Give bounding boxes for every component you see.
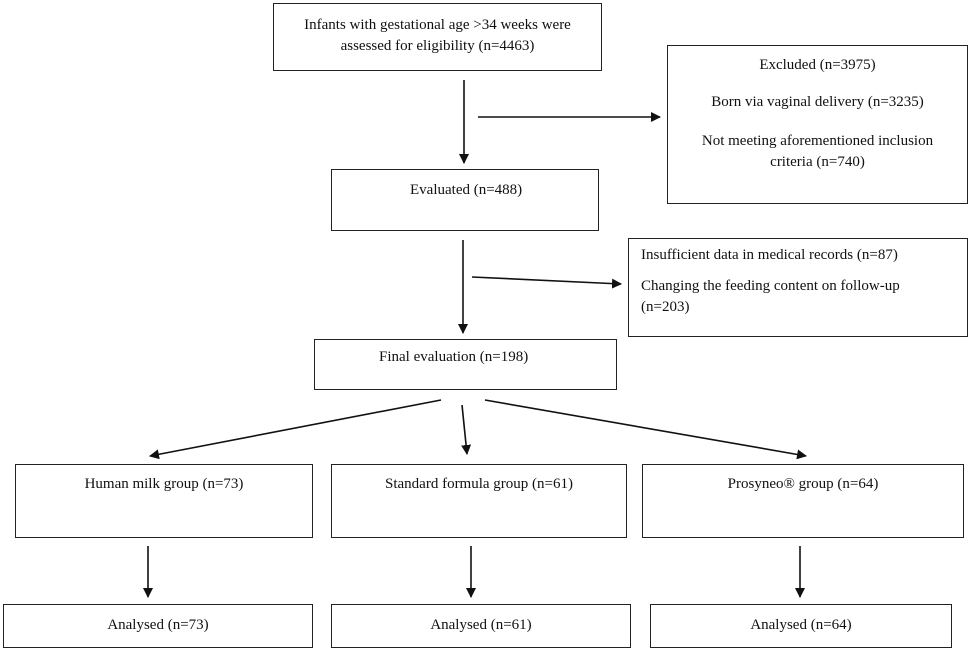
standard-formula-group-box: Standard formula group (n=61) xyxy=(331,464,627,538)
excluded-criteria-line-2: criteria (n=740) xyxy=(770,154,865,170)
assessed-line-2: assessed for eligibility (n=4463) xyxy=(340,38,535,54)
human-milk-group-box: Human milk group (n=73) xyxy=(15,464,313,538)
removed-insufficient-data: Insufficient data in medical records (n=… xyxy=(641,247,898,263)
standard-formula-analysed-box: Analysed (n=61) xyxy=(331,604,631,648)
arrow-to-removed xyxy=(471,276,622,289)
removed-feeding-change-line-1: Changing the feeding content on follow-u… xyxy=(641,278,900,294)
evaluated-box: Evaluated (n=488) xyxy=(331,169,599,231)
standard-formula-group-label: Standard formula group (n=61) xyxy=(385,476,573,492)
arrow-final-to-human-milk xyxy=(149,399,442,460)
assessed-line-1: Infants with gestational age >34 weeks w… xyxy=(304,17,571,33)
excluded-box: Excluded (n=3975) Born via vaginal deliv… xyxy=(667,45,968,204)
prosyneo-analysed-label: Analysed (n=64) xyxy=(750,617,852,633)
prosyneo-group-label: Prosyneo® group (n=64) xyxy=(727,476,879,492)
final-evaluation-box: Final evaluation (n=198) xyxy=(314,339,617,390)
human-milk-analysed-label: Analysed (n=73) xyxy=(107,617,209,633)
final-evaluation-label: Final evaluation (n=198) xyxy=(379,349,529,365)
standard-formula-analysed-label: Analysed (n=61) xyxy=(430,617,532,633)
arrow-final-to-standard-formula xyxy=(461,404,472,455)
excluded-criteria-line-1: Not meeting aforementioned inclusion xyxy=(701,133,934,149)
arrow-final-to-prosyneo xyxy=(484,399,807,460)
excluded-vaginal-delivery: Born via vaginal delivery (n=3235) xyxy=(711,94,924,110)
removed-feeding-change-line-2: (n=203) xyxy=(641,299,690,315)
human-milk-analysed-box: Analysed (n=73) xyxy=(3,604,313,648)
removed-box: Insufficient data in medical records (n=… xyxy=(628,238,968,337)
evaluated-label: Evaluated (n=488) xyxy=(410,182,523,198)
prosyneo-group-box: Prosyneo® group (n=64) xyxy=(642,464,964,538)
prosyneo-analysed-box: Analysed (n=64) xyxy=(650,604,952,648)
assessed-box: Infants with gestational age >34 weeks w… xyxy=(273,3,602,71)
human-milk-group-label: Human milk group (n=73) xyxy=(84,476,244,492)
excluded-title: Excluded (n=3975) xyxy=(759,57,876,73)
